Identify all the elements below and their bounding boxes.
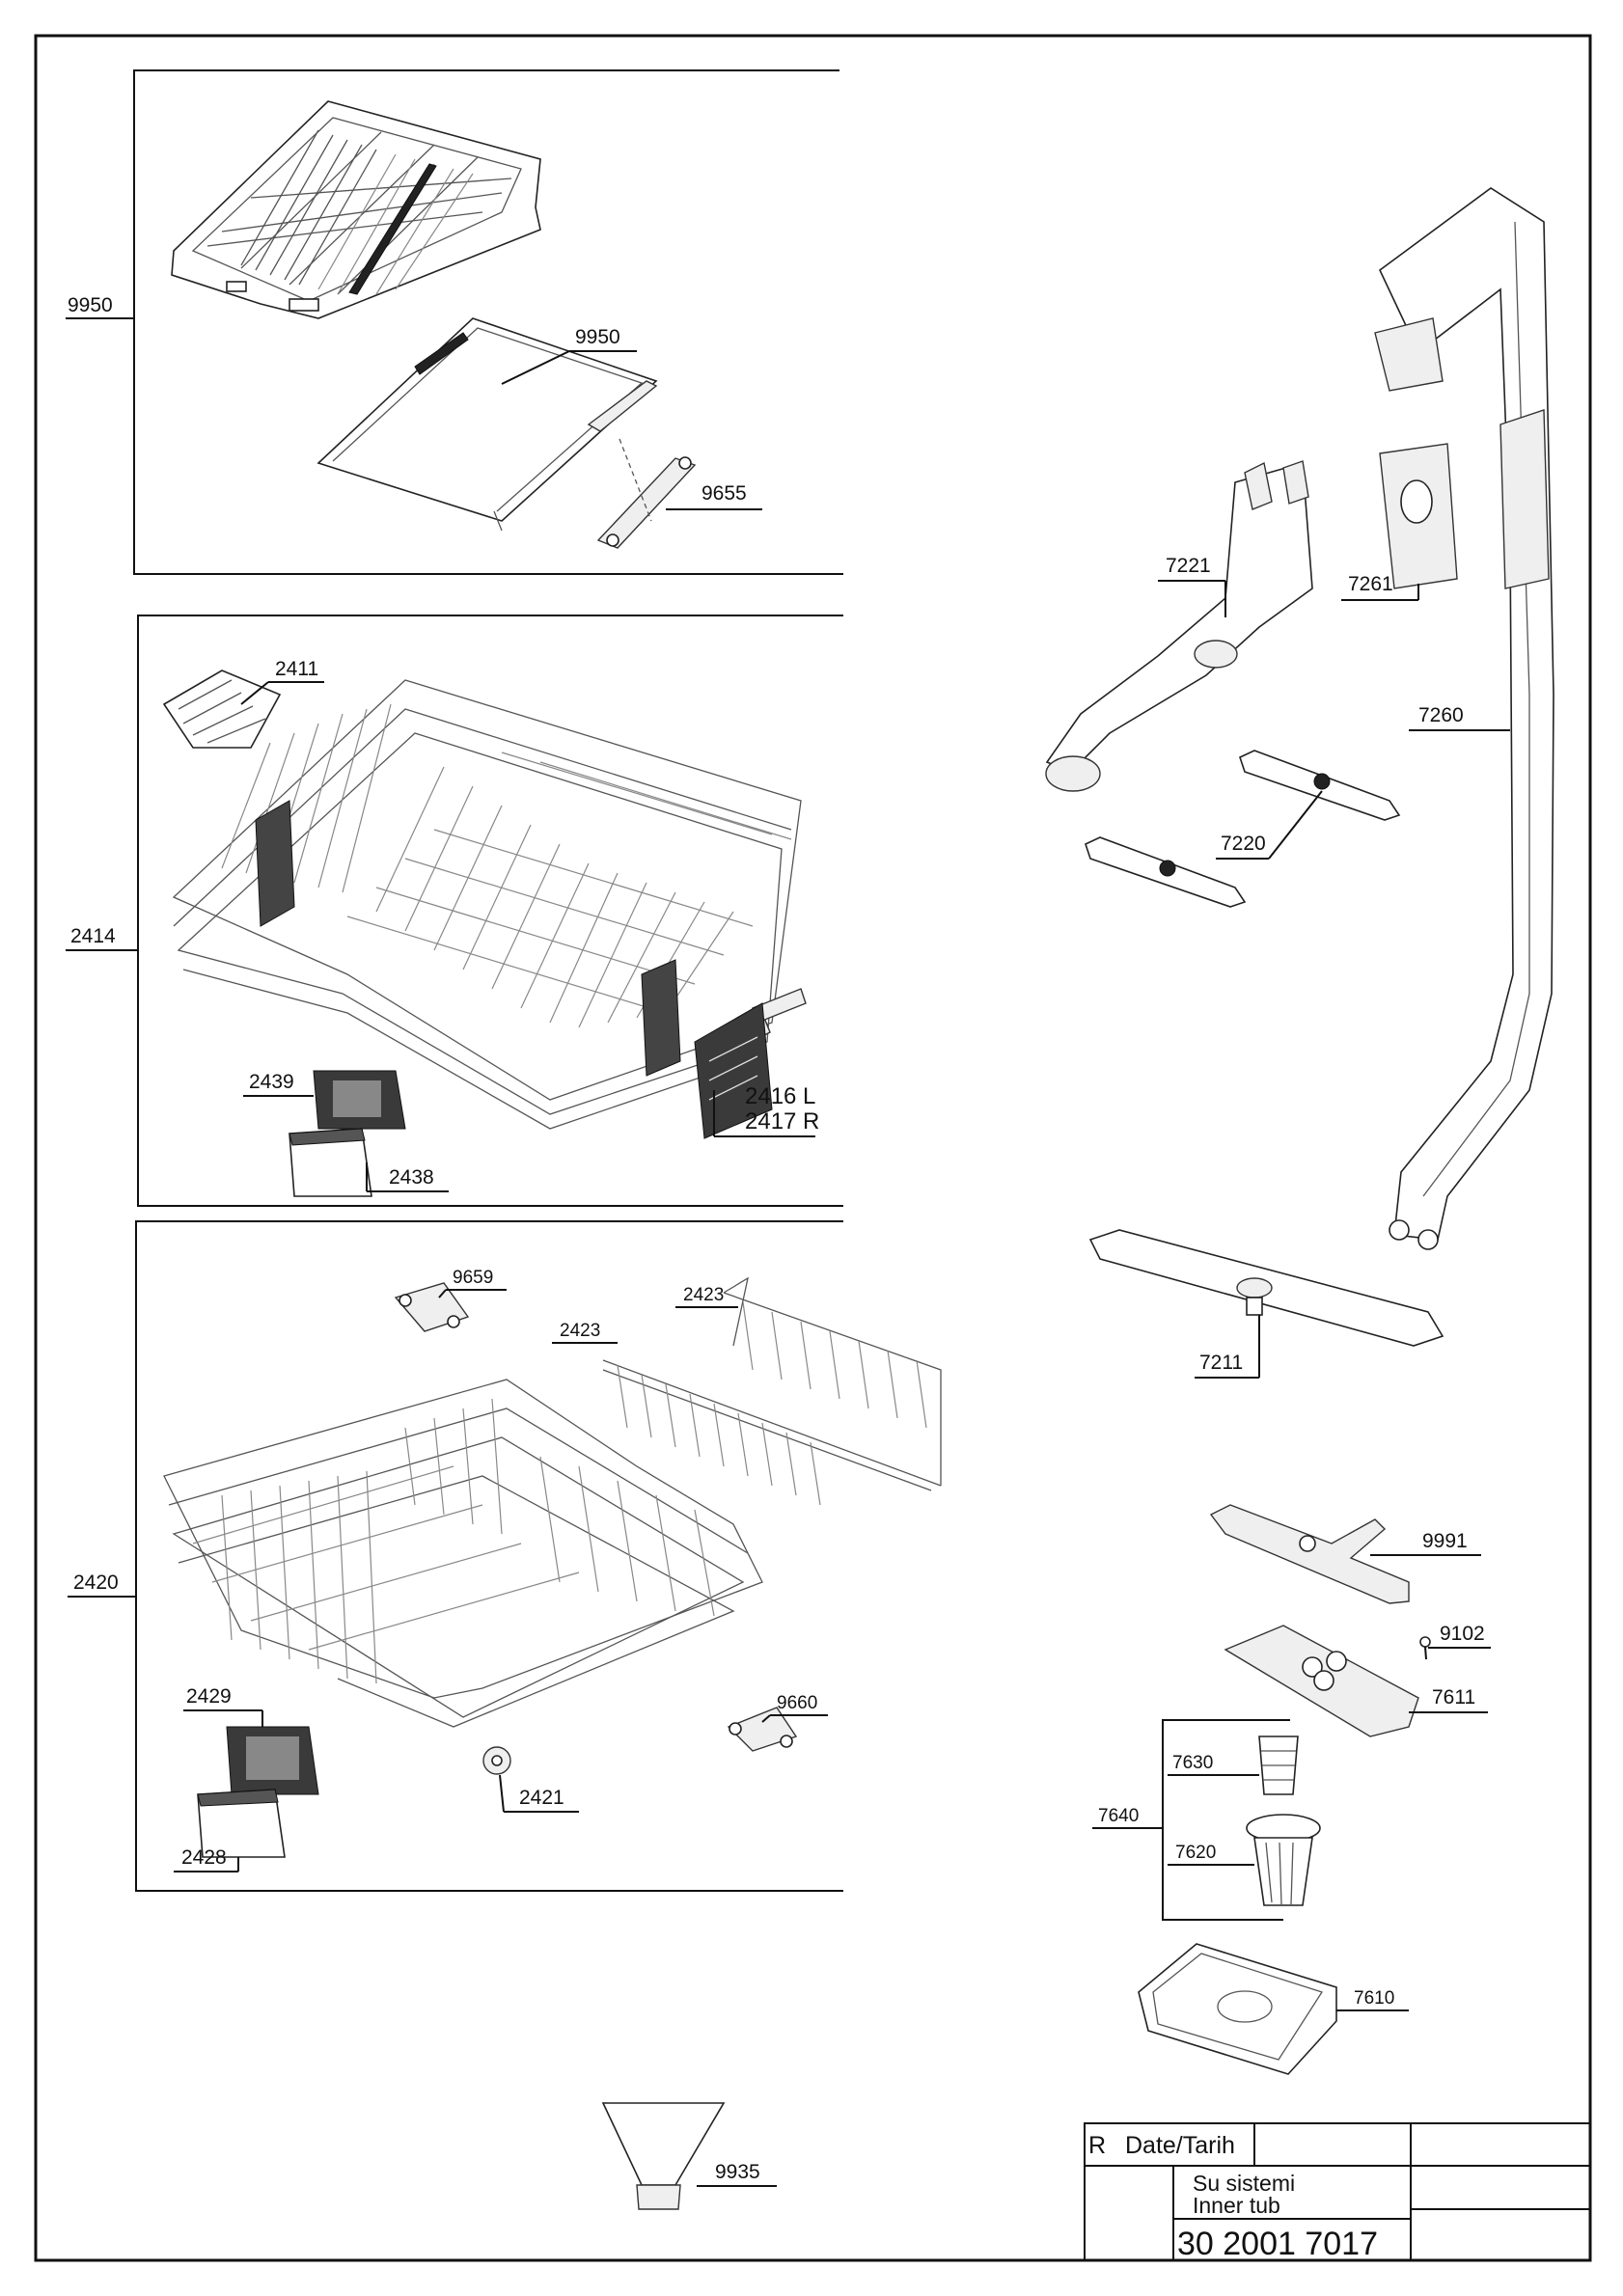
part-9991: [1209, 1504, 1410, 1604]
svg-text:9659: 9659: [453, 1268, 493, 1288]
callout-9935: 9935: [697, 2161, 777, 2187]
svg-text:2417 R: 2417 R: [745, 1108, 819, 1134]
cutlery-tray-drawing: [171, 100, 697, 549]
svg-text:7221: 7221: [1166, 555, 1211, 577]
part-2423-racks: [602, 1276, 942, 1506]
callout-7220: 7220: [1216, 790, 1323, 860]
title-block-title-en: Inner tub: [1193, 2193, 1280, 2218]
part-7220-upper: [1239, 750, 1401, 821]
part-2411: [162, 670, 282, 749]
svg-text:2439: 2439: [249, 1071, 294, 1093]
callout-9659: 9659: [438, 1268, 507, 1298]
lower-basket-drawing: [163, 1276, 942, 1858]
part-2438: [289, 1128, 372, 1197]
part-7620: [1246, 1814, 1321, 1906]
callout-7261: 7261: [1341, 573, 1419, 601]
svg-text:2420: 2420: [73, 1572, 119, 1594]
svg-text:2438: 2438: [389, 1166, 434, 1189]
sheet-border: [34, 34, 1592, 2262]
part-9659: [394, 1282, 470, 1332]
callout-2439: 2439: [243, 1071, 314, 1097]
callout-2414: 2414: [66, 925, 138, 951]
callout-2438: 2438: [366, 1162, 449, 1192]
part-7211: [1088, 1229, 1444, 1347]
svg-text:7220: 7220: [1221, 833, 1266, 855]
svg-text:9950: 9950: [575, 326, 620, 348]
part-7261: [1379, 443, 1458, 589]
title-block-date-label: Date/Tarih: [1125, 2132, 1235, 2159]
callout-7610: 7610: [1336, 1988, 1409, 2011]
title-block-revision: R: [1088, 2132, 1106, 2159]
svg-text:9935: 9935: [715, 2161, 760, 2183]
part-2429: [226, 1726, 319, 1795]
part-2439: [313, 1070, 406, 1130]
svg-text:7260: 7260: [1418, 704, 1464, 726]
part-7611: [1224, 1625, 1419, 1737]
svg-text:2416 L: 2416 L: [745, 1083, 815, 1109]
title-block: R Date/Tarih Su sistemi Inner tub 30 200…: [1084, 2122, 1591, 2262]
part-9660: [727, 1707, 798, 1752]
section-frame-lower-basket: [135, 1220, 843, 1892]
callout-7260: 7260: [1409, 704, 1510, 731]
callout-9660: 9660: [761, 1693, 828, 1723]
svg-text:9102: 9102: [1440, 1623, 1485, 1645]
pipe-7260: [1374, 187, 1554, 1250]
slide-rail-9655: [587, 380, 697, 549]
svg-text:2428: 2428: [181, 1846, 227, 1869]
part-9102: [1419, 1636, 1431, 1660]
svg-text:7610: 7610: [1354, 1988, 1394, 2009]
part-7610: [1138, 1943, 1337, 2075]
callout-2420: 2420: [68, 1572, 136, 1598]
part-2421: [482, 1746, 511, 1775]
title-block-part-number: 30 2001 7017: [1177, 2226, 1378, 2262]
callout-9102: 9102: [1428, 1623, 1491, 1649]
part-2428: [197, 1789, 286, 1858]
upper-basket-drawing: [162, 670, 807, 1197]
svg-text:2423: 2423: [683, 1285, 724, 1305]
svg-text:7620: 7620: [1175, 1843, 1216, 1863]
callout-2423-lower: 2423: [552, 1321, 618, 1344]
callout-7630: 7630: [1168, 1753, 1259, 1776]
callout-7640-bracket: 7640: [1092, 1719, 1290, 1921]
callout-7221: 7221: [1158, 555, 1226, 617]
callout-7611: 7611: [1409, 1686, 1488, 1713]
svg-text:9660: 9660: [777, 1693, 817, 1713]
svg-text:2411: 2411: [275, 658, 318, 680]
callout-9655: 9655: [666, 482, 762, 510]
callout-2428: 2428: [174, 1846, 239, 1872]
section-frame-upper-basket: [137, 615, 843, 1207]
part-7221: [1045, 460, 1313, 792]
callout-2429: 2429: [183, 1685, 263, 1727]
callout-9991: 9991: [1370, 1530, 1481, 1556]
callout-2421: 2421: [499, 1774, 579, 1813]
callout-2416-2417: 2416 L 2417 R: [713, 1083, 819, 1137]
svg-text:7630: 7630: [1172, 1753, 1213, 1773]
svg-text:7640: 7640: [1098, 1806, 1139, 1826]
callout-9950-inner: 9950: [501, 326, 637, 385]
section-frame-cutlery-tray: [133, 69, 843, 575]
upper-basket-tines: [221, 703, 792, 1028]
svg-text:7611: 7611: [1432, 1686, 1475, 1708]
lower-basket-tines: [192, 1398, 715, 1684]
svg-text:7261: 7261: [1348, 573, 1393, 595]
svg-text:2421: 2421: [519, 1787, 564, 1809]
svg-text:9655: 9655: [701, 482, 747, 505]
callout-7620: 7620: [1168, 1843, 1254, 1866]
part-7220-lower: [1085, 836, 1247, 908]
callout-2423-upper: 2423: [675, 1285, 738, 1308]
callout-7211: 7211: [1195, 1315, 1260, 1379]
part-7630: [1258, 1736, 1299, 1795]
svg-text:2423: 2423: [560, 1321, 600, 1341]
svg-text:7211: 7211: [1199, 1352, 1243, 1374]
callout-9950-outer: 9950: [66, 294, 134, 319]
svg-text:9950: 9950: [68, 294, 113, 316]
svg-text:2429: 2429: [186, 1685, 232, 1708]
svg-text:2414: 2414: [70, 925, 116, 947]
callout-2411: 2411: [240, 658, 324, 705]
part-9935: [601, 2102, 726, 2210]
svg-text:9991: 9991: [1422, 1530, 1468, 1552]
title-block-title-tr: Su sistemi: [1193, 2171, 1295, 2196]
